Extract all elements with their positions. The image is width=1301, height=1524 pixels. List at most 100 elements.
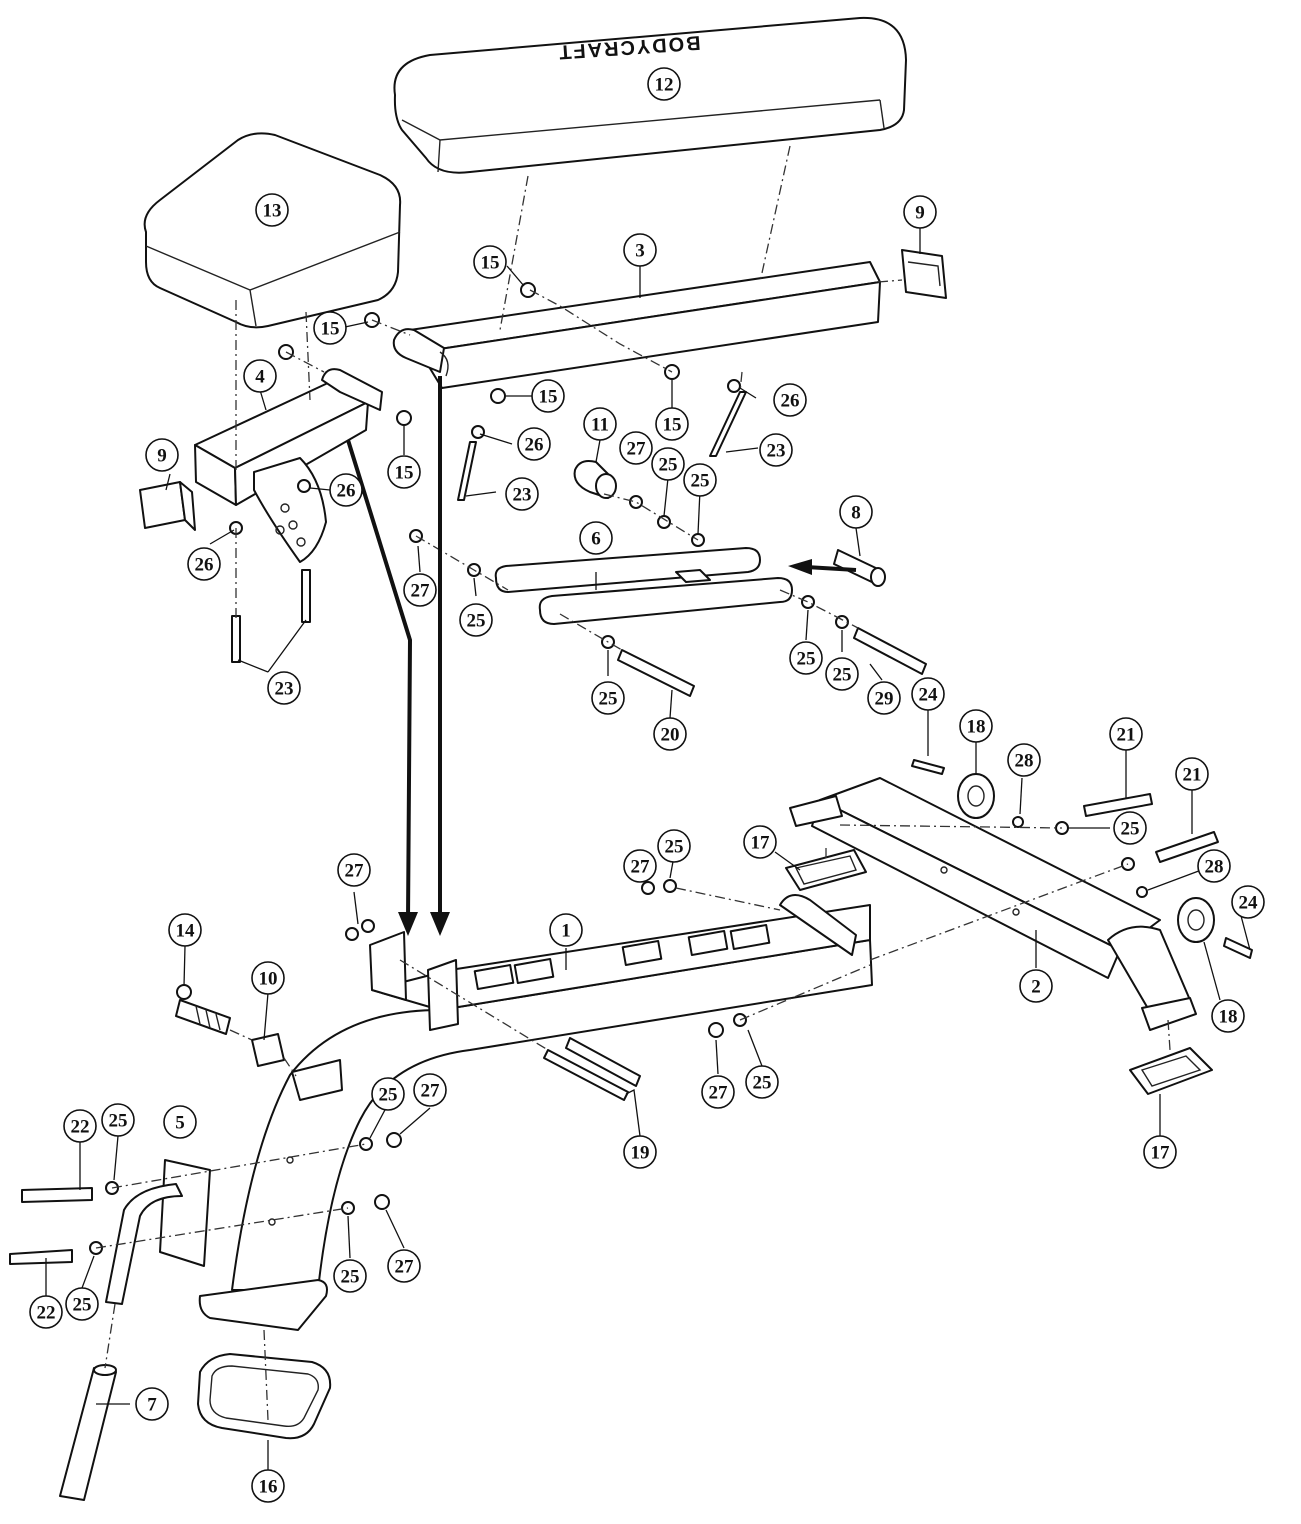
callout-6-label: 6	[591, 529, 601, 550]
callout-25-c-label: 25	[659, 455, 678, 476]
back-tube-3	[392, 261, 881, 389]
callout-20: 20	[653, 717, 687, 751]
foot-cap-17-bottom	[1129, 1047, 1213, 1095]
callout-10-label: 10	[259, 969, 278, 990]
callouts: 1 2 3 4 5 6 7 8 9 9 10 11 12 13 14 15 15…	[29, 67, 1265, 1503]
callout-12: 12	[647, 67, 681, 101]
callout-23-c-label: 23	[275, 679, 294, 700]
callout-3: 3	[623, 233, 657, 267]
callout-29: 29	[867, 681, 901, 715]
callout-28-a-label: 28	[1015, 751, 1034, 772]
callout-24-b-label: 24	[1239, 893, 1259, 914]
callout-18-bottom: 18	[1211, 999, 1245, 1033]
callout-2: 2	[1019, 969, 1053, 1003]
callout-7-label: 7	[147, 1395, 157, 1416]
callout-25-f: 25	[825, 657, 859, 691]
callout-25-l-label: 25	[109, 1111, 128, 1132]
callout-26-c: 26	[329, 473, 363, 507]
callout-21-a: 21	[1109, 717, 1143, 751]
callout-26-d-label: 26	[195, 555, 214, 576]
assembly-arrows	[346, 376, 857, 936]
callout-25-e-label: 25	[797, 649, 816, 670]
callout-25-k: 25	[333, 1259, 367, 1293]
callout-16: 16	[251, 1469, 285, 1503]
callout-27-f-label: 27	[421, 1081, 441, 1102]
callout-22-a-label: 22	[71, 1117, 90, 1138]
callout-13-label: 13	[263, 201, 282, 222]
callout-23-a: 23	[505, 477, 539, 511]
callout-29-label: 29	[875, 689, 894, 710]
callout-28-a: 28	[1007, 743, 1041, 777]
callout-24-b: 24	[1231, 885, 1265, 919]
callout-15-d-label: 15	[663, 415, 682, 436]
callout-5: 5	[163, 1105, 197, 1139]
callout-19-label: 19	[631, 1143, 650, 1164]
callout-18-top: 18	[959, 709, 993, 743]
callout-18-bottom-label: 18	[1219, 1007, 1238, 1028]
callout-27-b-label: 27	[411, 581, 431, 602]
callout-27-d-label: 27	[631, 857, 651, 878]
callout-27-g: 27	[387, 1249, 421, 1283]
callout-27-e: 27	[701, 1075, 735, 1109]
pop-pin-14	[175, 984, 231, 1035]
callout-25-f-label: 25	[833, 665, 852, 686]
callout-18-top-label: 18	[967, 717, 986, 738]
foot-cap-17-top	[785, 849, 867, 891]
callout-25-i-label: 25	[753, 1073, 772, 1094]
callout-1-label: 1	[561, 921, 571, 942]
callout-26-a-label: 26	[781, 391, 800, 412]
callout-23-a-label: 23	[513, 485, 532, 506]
callout-15-e: 15	[387, 455, 421, 489]
callout-8-label: 8	[851, 503, 861, 524]
callout-22-b: 22	[29, 1295, 63, 1329]
callout-14-label: 14	[176, 921, 196, 942]
callout-25-a-label: 25	[467, 611, 486, 632]
callout-9-left-label: 9	[157, 446, 167, 467]
callout-2-label: 2	[1031, 977, 1041, 998]
callout-11-label: 11	[591, 415, 609, 436]
callout-25-e: 25	[789, 641, 823, 675]
callout-27-a-label: 27	[627, 439, 647, 460]
callout-27-g-label: 27	[395, 1257, 415, 1278]
callout-5-label: 5	[175, 1113, 185, 1134]
callout-1: 1	[549, 913, 583, 947]
seat-pad-13	[143, 132, 402, 329]
callout-25-d: 25	[683, 463, 717, 497]
callout-22-a: 22	[63, 1109, 97, 1143]
callout-6: 6	[579, 521, 613, 555]
callout-21-b: 21	[1175, 757, 1209, 791]
callout-3-label: 3	[635, 241, 645, 262]
callout-23-b-label: 23	[767, 441, 786, 462]
callout-25-l: 25	[101, 1103, 135, 1137]
callout-26-d: 26	[187, 547, 221, 581]
callout-25-g-label: 25	[665, 837, 684, 858]
end-cap-9-left	[139, 481, 196, 531]
callout-27-e-label: 27	[709, 1083, 729, 1104]
callout-13: 13	[255, 193, 289, 227]
callout-27-c: 27	[337, 853, 371, 887]
roller-11	[573, 460, 617, 499]
callout-4-label: 4	[255, 367, 265, 388]
callout-27-f: 27	[413, 1073, 447, 1107]
callout-16-label: 16	[259, 1477, 278, 1498]
callout-14: 14	[168, 913, 202, 947]
main-frame-1	[198, 894, 873, 1331]
callout-25-a: 25	[459, 603, 493, 637]
grip-7	[59, 1364, 117, 1501]
callout-28-b: 28	[1197, 849, 1231, 883]
callout-25-k-label: 25	[341, 1267, 360, 1288]
callout-17-top: 17	[743, 825, 777, 859]
callout-4: 4	[243, 359, 277, 393]
callout-25-c: 25	[651, 447, 685, 481]
callout-15-b-label: 15	[321, 319, 340, 340]
callout-22-b-label: 22	[37, 1303, 56, 1324]
callout-25-j-label: 25	[379, 1085, 398, 1106]
callout-24-a: 24	[911, 677, 945, 711]
callout-17-top-label: 17	[751, 833, 771, 854]
callout-15-a: 15	[473, 245, 507, 279]
callout-21-a-label: 21	[1117, 725, 1136, 746]
callout-15-d: 15	[655, 407, 689, 441]
callout-17-bottom-label: 17	[1151, 1143, 1171, 1164]
link-bars-6	[494, 547, 793, 625]
callout-26-c-label: 26	[337, 481, 356, 502]
